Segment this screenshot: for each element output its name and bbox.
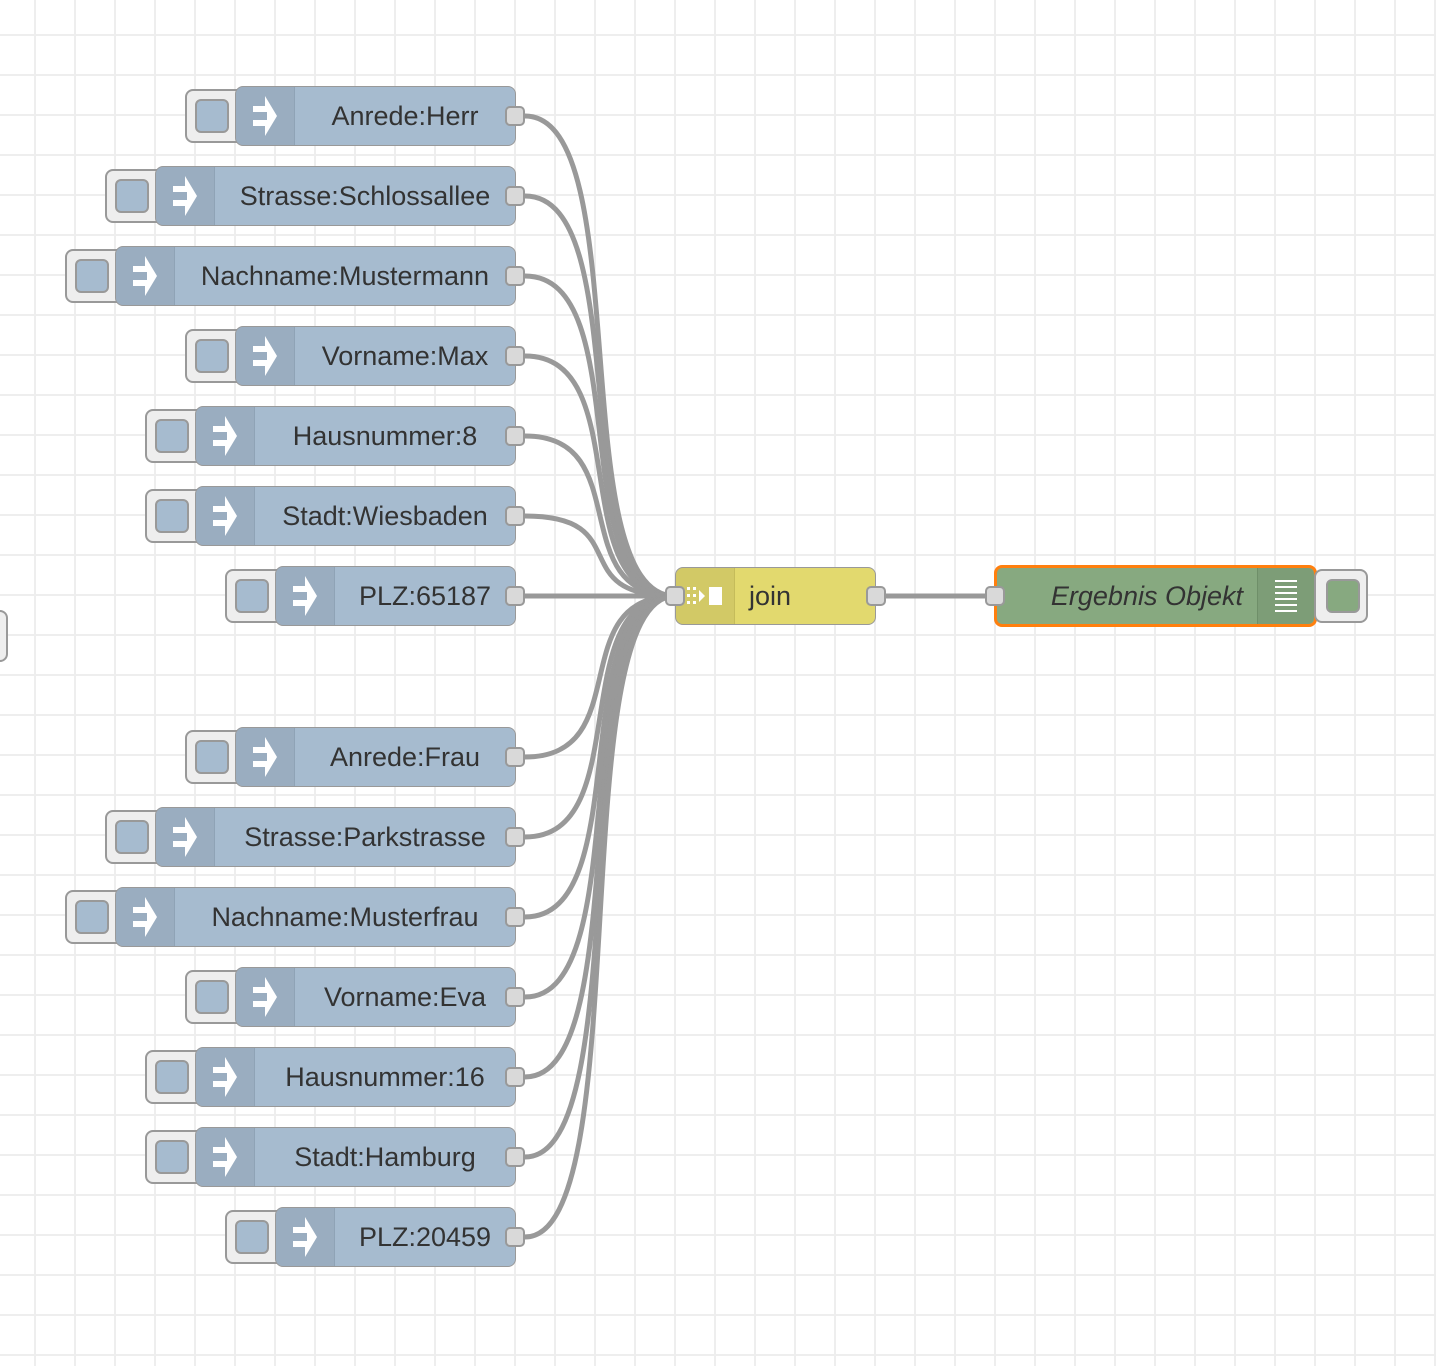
- inject-node[interactable]: Strasse:Schlossallee: [155, 166, 516, 226]
- wire[interactable]: [524, 193, 676, 599]
- inject-trigger-inner: [235, 1220, 269, 1254]
- inject-node[interactable]: Anrede:Herr: [235, 86, 516, 146]
- inject-output-port[interactable]: [505, 1227, 525, 1247]
- inject-label: Nachname:Musterfrau: [211, 901, 479, 932]
- arrow-right-icon: [156, 808, 215, 866]
- inject-trigger-inner: [115, 179, 149, 213]
- inject-trigger-inner: [155, 1140, 189, 1174]
- wire[interactable]: [524, 513, 676, 599]
- inject-node[interactable]: Nachname:Mustermann: [115, 246, 516, 306]
- partial-offscreen-node[interactable]: [0, 610, 8, 662]
- wire[interactable]: [524, 273, 676, 599]
- inject-output-port[interactable]: [505, 266, 525, 286]
- arrow-right-icon: [116, 888, 175, 946]
- arrow-right-icon: [276, 1208, 335, 1266]
- wire[interactable]: [524, 353, 676, 599]
- arrow-right-icon: [276, 567, 335, 625]
- inject-label: PLZ:65187: [358, 580, 492, 611]
- arrow-right-icon: [236, 87, 295, 145]
- inject-trigger-inner: [155, 499, 189, 533]
- inject-trigger-inner: [195, 740, 229, 774]
- inject-label: Strasse:Parkstrasse: [244, 821, 486, 852]
- join-output-port[interactable]: [866, 586, 886, 606]
- inject-node[interactable]: Stadt:Wiesbaden: [195, 486, 516, 546]
- inject-output-port[interactable]: [505, 586, 525, 606]
- inject-node[interactable]: Hausnummer:8: [195, 406, 516, 466]
- inject-label: Anrede:Herr: [331, 100, 479, 131]
- debug-node[interactable]: Ergebnis Objekt: [994, 565, 1317, 627]
- join-label: join: [749, 580, 792, 611]
- join-node[interactable]: join: [675, 567, 876, 625]
- inject-output-port[interactable]: [505, 186, 525, 206]
- wire[interactable]: [524, 593, 676, 760]
- inject-label: Nachname:Mustermann: [200, 260, 490, 291]
- arrow-right-icon: [196, 407, 255, 465]
- debug-list-icon: [1257, 568, 1314, 624]
- inject-node[interactable]: Vorname:Max: [235, 326, 516, 386]
- wire[interactable]: [524, 593, 676, 840]
- inject-node[interactable]: Vorname:Eva: [235, 967, 516, 1027]
- inject-node[interactable]: Hausnummer:16: [195, 1047, 516, 1107]
- inject-label: Vorname:Eva: [323, 981, 487, 1012]
- arrow-right-icon: [196, 487, 255, 545]
- inject-trigger-inner: [155, 419, 189, 453]
- inject-trigger-inner: [195, 99, 229, 133]
- inject-label: PLZ:20459: [358, 1221, 492, 1252]
- inject-trigger-inner: [75, 259, 109, 293]
- debug-label: Ergebnis Objekt: [1050, 580, 1243, 611]
- inject-output-port[interactable]: [505, 426, 525, 446]
- inject-label: Vorname:Max: [321, 340, 489, 371]
- inject-label: Hausnummer:8: [292, 420, 478, 451]
- arrow-right-icon: [196, 1048, 255, 1106]
- arrow-right-icon: [156, 167, 215, 225]
- inject-output-port[interactable]: [505, 747, 525, 767]
- arrow-right-icon: [236, 728, 295, 786]
- join-input-port[interactable]: [665, 586, 685, 606]
- debug-toggle-button[interactable]: [1314, 569, 1368, 623]
- inject-output-port[interactable]: [505, 1147, 525, 1167]
- arrow-right-icon: [236, 968, 295, 1026]
- inject-node[interactable]: Strasse:Parkstrasse: [155, 807, 516, 867]
- arrow-right-icon: [196, 1128, 255, 1186]
- debug-toggle-inner: [1326, 579, 1360, 613]
- inject-node[interactable]: Nachname:Musterfrau: [115, 887, 516, 947]
- inject-output-port[interactable]: [505, 907, 525, 927]
- inject-node[interactable]: Stadt:Hamburg: [195, 1127, 516, 1187]
- inject-label: Stadt:Hamburg: [294, 1141, 476, 1172]
- inject-node[interactable]: PLZ:20459: [275, 1207, 516, 1267]
- inject-trigger-inner: [115, 820, 149, 854]
- inject-output-port[interactable]: [505, 506, 525, 526]
- inject-node[interactable]: Anrede:Frau: [235, 727, 516, 787]
- arrow-right-icon: [236, 327, 295, 385]
- inject-trigger-inner: [195, 980, 229, 1014]
- inject-trigger-inner: [155, 1060, 189, 1094]
- wire[interactable]: [524, 433, 676, 599]
- debug-input-port[interactable]: [985, 586, 1005, 606]
- wire[interactable]: [524, 593, 676, 1240]
- join-icon: [676, 568, 735, 624]
- inject-trigger-inner: [75, 900, 109, 934]
- inject-label: Stadt:Wiesbaden: [282, 500, 488, 531]
- inject-trigger-inner: [235, 579, 269, 613]
- inject-output-port[interactable]: [505, 987, 525, 1007]
- inject-trigger-inner: [195, 339, 229, 373]
- inject-label: Anrede:Frau: [329, 741, 481, 772]
- inject-output-port[interactable]: [505, 106, 525, 126]
- inject-output-port[interactable]: [505, 827, 525, 847]
- inject-label: Strasse:Schlossallee: [239, 180, 491, 211]
- inject-label: Hausnummer:16: [285, 1061, 485, 1092]
- inject-output-port[interactable]: [505, 346, 525, 366]
- inject-node[interactable]: PLZ:65187: [275, 566, 516, 626]
- arrow-right-icon: [116, 247, 175, 305]
- inject-output-port[interactable]: [505, 1067, 525, 1087]
